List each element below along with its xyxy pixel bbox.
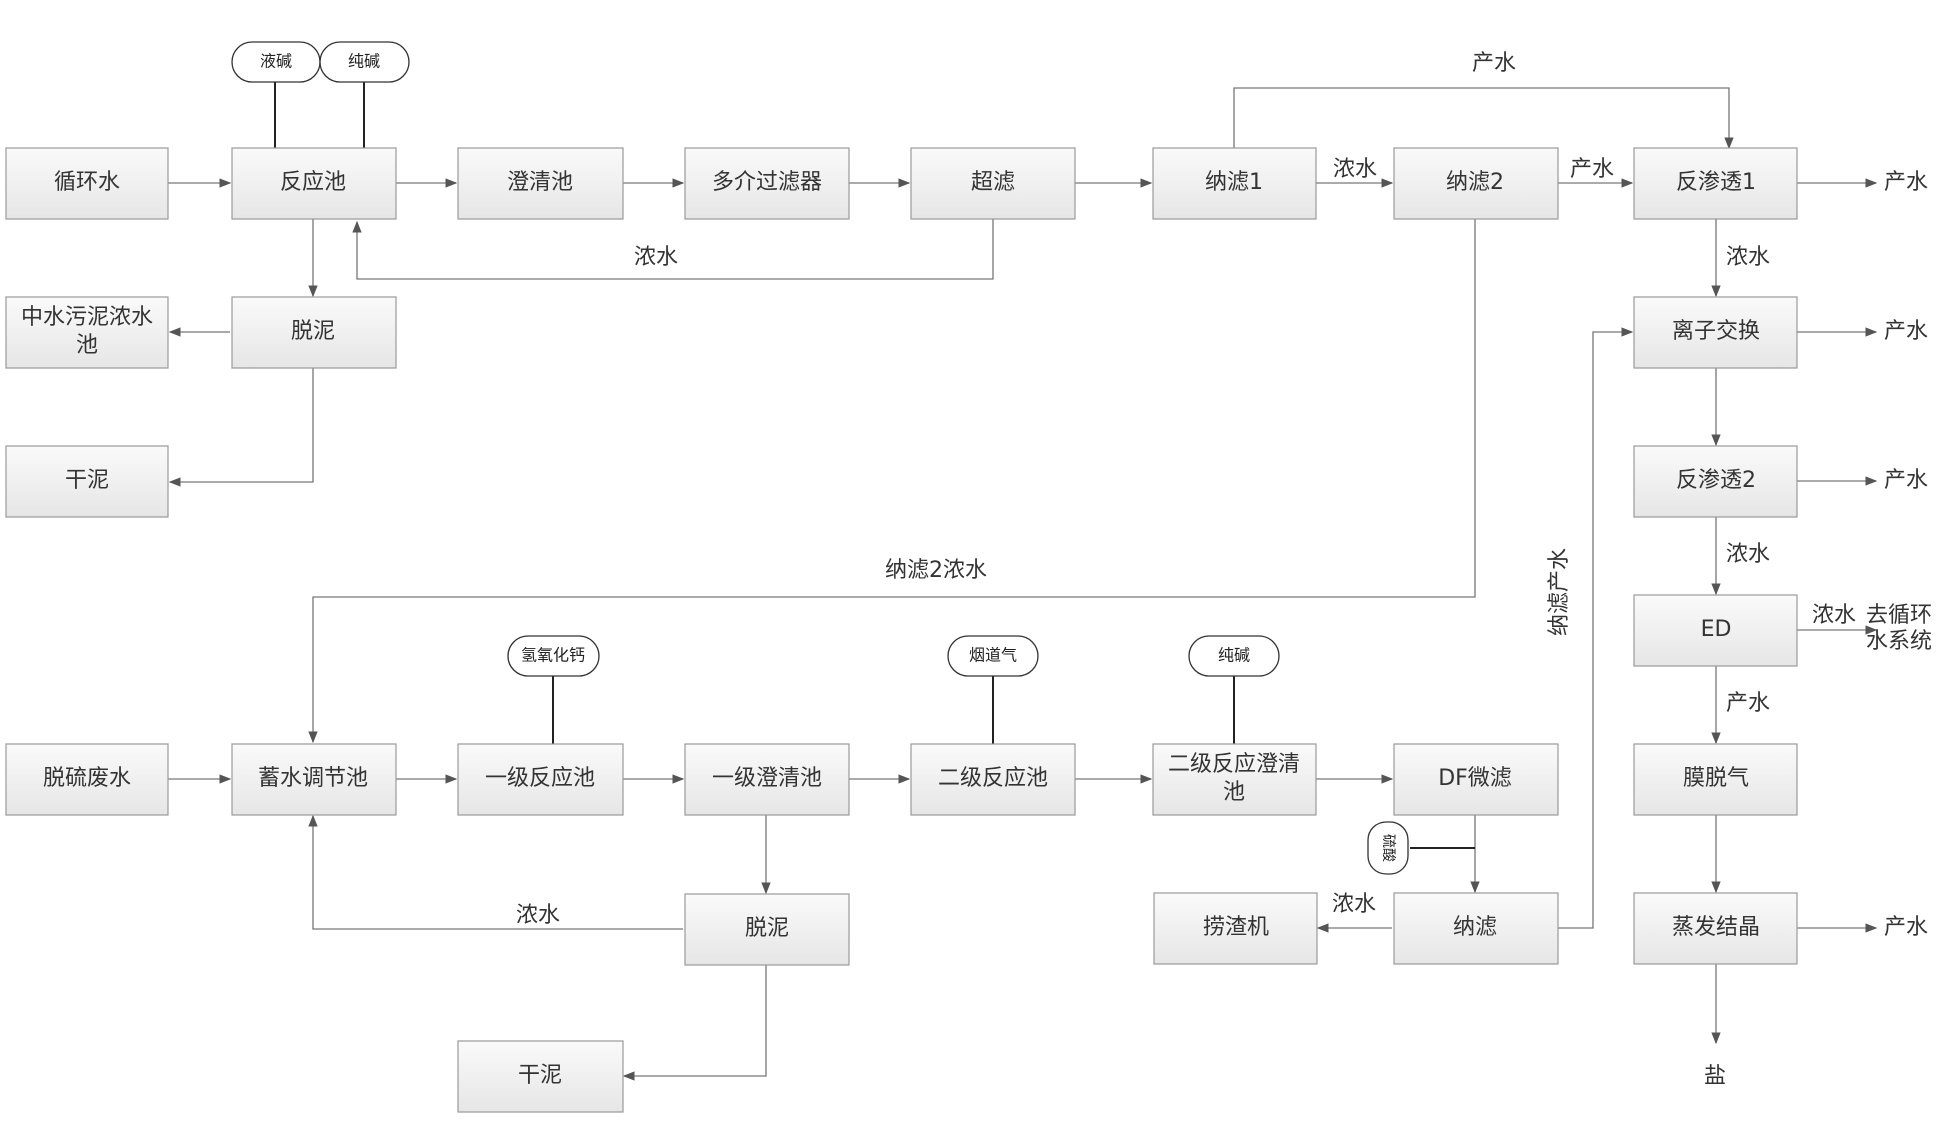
edge-tuoni2-xushui: [308, 814, 683, 930]
node-label: 澄清池: [507, 170, 573, 195]
node-label: 一级澄清池: [712, 766, 822, 791]
label-nongshui-nalv1: 浓水: [1333, 157, 1377, 182]
node-chengqingchi: 澄清池: [457, 147, 624, 220]
node-chaolv: 超滤: [910, 147, 1076, 220]
node-label: 纳滤1: [1205, 170, 1263, 195]
node-xushuitiaojiechi: 蓄水调节池: [231, 743, 397, 816]
pill-liusuan: 硫酸: [1367, 821, 1409, 875]
label-nongshui-chaolv: 浓水: [634, 245, 678, 270]
pill-label: 液碱: [260, 52, 292, 71]
node-label-line1: 二级反应澄清: [1168, 752, 1300, 777]
node-label: 干泥: [65, 468, 109, 493]
label-chanshui-ro1: 产水: [1884, 170, 1928, 195]
pill-label: 氢氧化钙: [521, 646, 585, 665]
node-label: 反渗透2: [1676, 468, 1756, 493]
node-label: 脱硫废水: [43, 766, 131, 791]
pill-chunjian-top: 纯碱: [319, 41, 410, 83]
node-label: 离子交换: [1672, 319, 1760, 344]
node-label: 超滤: [971, 170, 1015, 195]
label-chanshui-bypass: 产水: [1472, 51, 1516, 76]
label-chanshui-ro2: 产水: [1884, 468, 1928, 493]
label-chanshui-nalv2: 产水: [1570, 157, 1614, 182]
pill-label: 纯碱: [348, 52, 380, 71]
pill-label: 纯碱: [1218, 646, 1250, 665]
edge-tuoni2-ganni2: [622, 965, 767, 1081]
node-nalv1: 纳滤1: [1152, 147, 1317, 220]
pill-yandaoqi: 烟道气: [947, 635, 1039, 677]
additive-stems: [274, 80, 1475, 849]
edge-chaolv-return: [352, 219, 994, 280]
label-quxunhuan-line2: 水系统: [1866, 629, 1932, 654]
label-nongshui-ro1: 浓水: [1726, 245, 1770, 270]
node-laozhaji: 捞渣机: [1153, 892, 1318, 965]
node-label-line2: 池: [76, 333, 98, 358]
node-label: 捞渣机: [1203, 915, 1269, 940]
node-label: 纳滤2: [1446, 170, 1504, 195]
node-fanshentou1: 反渗透1: [1633, 147, 1798, 220]
node-fanshentou2: 反渗透2: [1633, 445, 1798, 518]
node-xunhuanshui: 循环水: [5, 147, 169, 220]
edge-tuoni-ganni: [168, 368, 314, 487]
node-duojieguolvqi: 多介过滤器: [684, 147, 850, 220]
node-label: ED: [1701, 617, 1732, 642]
node-zhengfajiejing: 蒸发结晶: [1633, 892, 1798, 965]
node-label-line2: 池: [1223, 780, 1245, 805]
label-chanshui-ed: 产水: [1726, 691, 1770, 716]
node-ed: ED: [1633, 594, 1798, 667]
pill-label: 烟道气: [969, 646, 1017, 665]
pill-chunjian-bottom: 纯碱: [1188, 635, 1280, 677]
node-ganni-top: 干泥: [5, 445, 169, 518]
node-label-line1: 中水污泥浓水: [21, 305, 153, 330]
label-chanshui-ix: 产水: [1884, 319, 1928, 344]
label-nongshui-ed: 浓水: [1812, 603, 1856, 628]
label-nongshui-laozha: 浓水: [1332, 892, 1376, 917]
node-zhongshui-wunichi: 中水污泥浓水 池: [5, 296, 169, 369]
node-label: 膜脱气: [1683, 766, 1749, 791]
label-nalv-chanshui: 纳滤产水: [1547, 548, 1572, 636]
node-label: 干泥: [518, 1063, 562, 1088]
node-label: 蓄水调节池: [258, 766, 368, 791]
node-tuoliufeishui: 脱硫废水: [5, 743, 169, 816]
node-label: 脱泥: [745, 916, 789, 941]
pill-label: 硫酸: [1380, 834, 1396, 862]
node-label: 反渗透1: [1676, 170, 1756, 195]
label-quxunhuan-line1: 去循环: [1866, 603, 1932, 628]
node-label: 反应池: [280, 170, 346, 195]
label-nongshui-tuoni: 浓水: [516, 903, 560, 928]
connectors: [168, 87, 1878, 1081]
node-yiji-fanyingchi: 一级反应池: [457, 743, 624, 816]
node-label: 多介过滤器: [712, 170, 822, 195]
node-tuoni-top: 脱泥: [231, 296, 397, 369]
node-df-weilv: DF微滤: [1393, 743, 1559, 816]
node-nalv2: 纳滤2: [1393, 147, 1559, 220]
label-nongshui-ro2: 浓水: [1726, 542, 1770, 567]
node-erji-fanyingchi: 二级反应池: [910, 743, 1076, 816]
node-nalv: 纳滤: [1393, 892, 1559, 965]
node-label: 一级反应池: [485, 766, 595, 791]
pill-yejian: 液碱: [231, 41, 321, 83]
pill-qingyanghuagai: 氢氧化钙: [507, 635, 600, 677]
node-label: 二级反应池: [938, 766, 1048, 791]
label-nalv2-nongshui: 纳滤2浓水: [885, 558, 987, 583]
node-tuoni-bottom: 脱泥: [684, 893, 850, 966]
node-label: 纳滤: [1453, 915, 1497, 940]
edge-nalv-ix: [1558, 327, 1634, 929]
edge-nalv2-xushui: [308, 219, 1476, 744]
label-yan: 盐: [1704, 1064, 1726, 1089]
node-yiji-chengqingchi: 一级澄清池: [684, 743, 850, 816]
label-chanshui-evap: 产水: [1884, 915, 1928, 940]
node-label: DF微滤: [1438, 766, 1512, 791]
node-motuoqi: 膜脱气: [1633, 743, 1798, 816]
node-ganni-bottom: 干泥: [457, 1040, 624, 1113]
flow-labels: 产水 浓水 产水 产水 浓水 浓水 产水 产水 浓水 浓水 去循环 水系统 产水…: [516, 51, 1932, 1089]
node-fanyingchi: 反应池: [231, 147, 397, 220]
node-label: 蒸发结晶: [1672, 915, 1760, 940]
node-erji-fanying-chengqingchi: 二级反应澄清 池: [1152, 743, 1317, 816]
node-lizijiaohuan: 离子交换: [1633, 296, 1798, 369]
node-label: 脱泥: [291, 319, 335, 344]
edge-nalv1-ro1-bypass: [1233, 87, 1734, 150]
node-label: 循环水: [54, 170, 120, 195]
